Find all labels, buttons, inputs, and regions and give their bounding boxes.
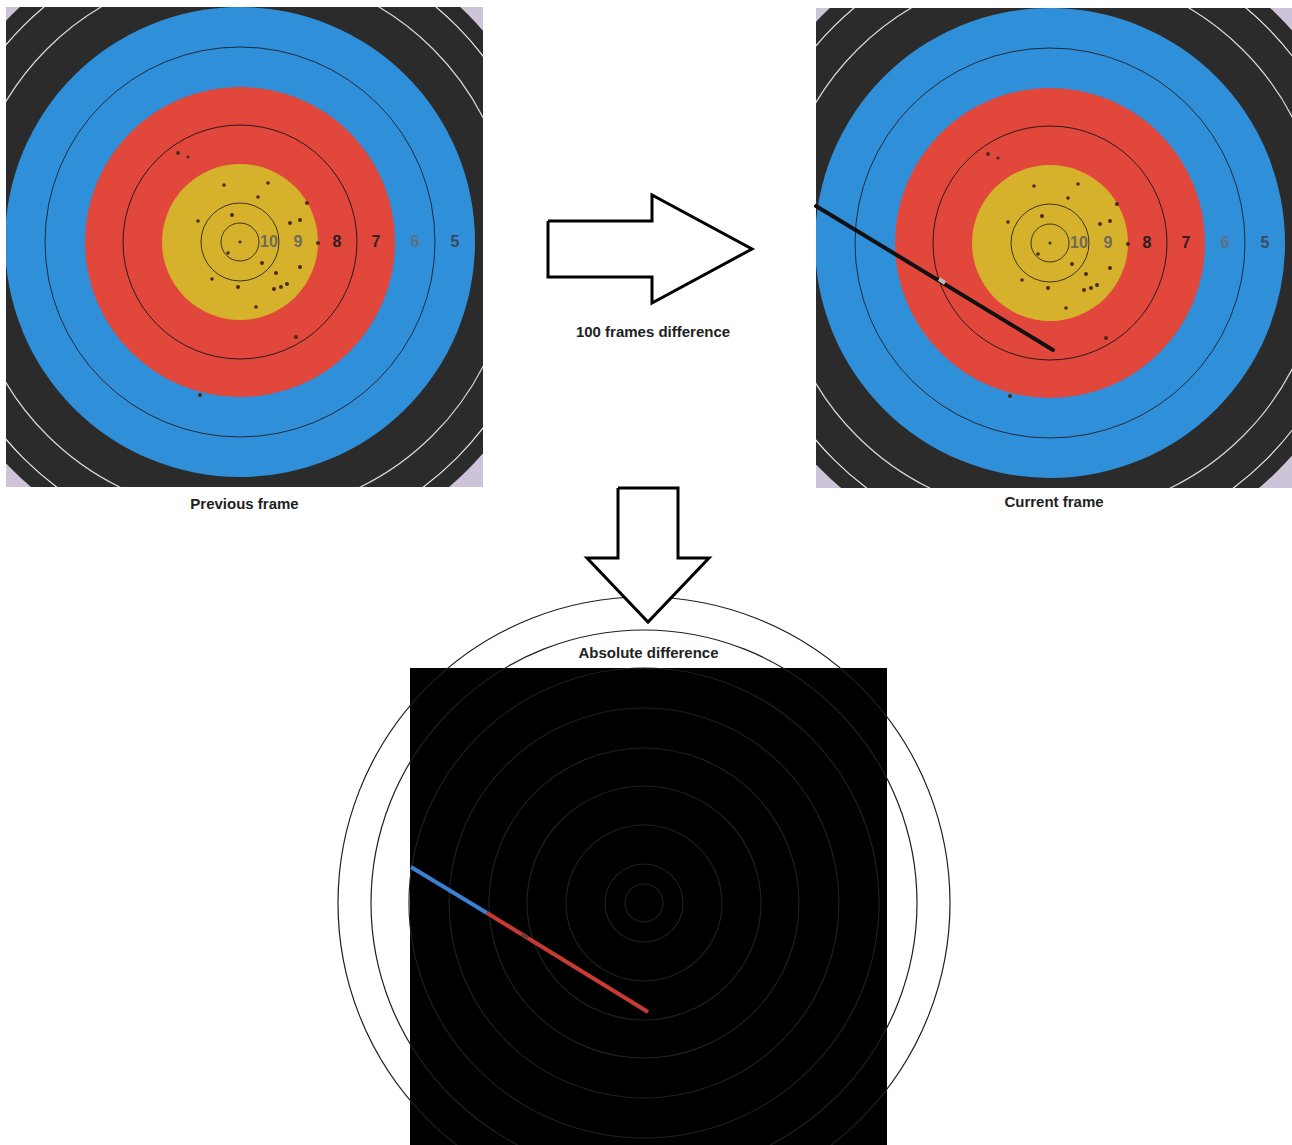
image-panel: Previous frame xyxy=(6,7,483,519)
faint-ring xyxy=(605,864,683,942)
arrow-shaft xyxy=(816,206,1053,350)
faint-ring xyxy=(338,597,950,1145)
image-panel: Current frame xyxy=(816,7,1292,519)
arrow-label: 100 frames difference xyxy=(574,323,732,340)
block-arrow xyxy=(587,488,709,622)
score-number: 9 xyxy=(294,234,303,250)
score-number: 5 xyxy=(1261,235,1270,251)
score-number: 8 xyxy=(1143,235,1152,251)
difference-arrow-band xyxy=(522,934,528,938)
difference-image xyxy=(338,597,950,1145)
panel-caption: Previous frame xyxy=(6,495,483,512)
score-number: 9 xyxy=(1104,235,1113,251)
faint-ring xyxy=(371,630,917,1145)
target-photo xyxy=(0,0,562,564)
score-number: 6 xyxy=(1221,235,1230,251)
difference-arrow-blue xyxy=(411,867,487,913)
score-number: 10 xyxy=(1070,235,1088,251)
faint-ring xyxy=(409,668,879,1138)
faint-ring xyxy=(449,708,839,1098)
difference-arrow-red xyxy=(487,913,648,1012)
block-arrow xyxy=(548,195,752,303)
score-number: 5 xyxy=(451,234,460,250)
faint-ring xyxy=(566,825,722,981)
score-number: 10 xyxy=(260,234,278,250)
faint-ring xyxy=(527,786,761,1020)
score-number: 8 xyxy=(333,234,342,250)
difference-ground xyxy=(410,668,887,1145)
score-number: 7 xyxy=(372,234,381,250)
score-number: 7 xyxy=(1182,235,1191,251)
panel-caption: Absolute difference xyxy=(410,644,887,661)
faint-ring xyxy=(625,884,663,922)
target-photo xyxy=(728,0,1292,565)
arrow-band xyxy=(939,279,945,283)
image-panel: Absolute difference xyxy=(410,622,887,1145)
score-number: 6 xyxy=(411,234,420,250)
panel-caption: Current frame xyxy=(816,493,1292,510)
